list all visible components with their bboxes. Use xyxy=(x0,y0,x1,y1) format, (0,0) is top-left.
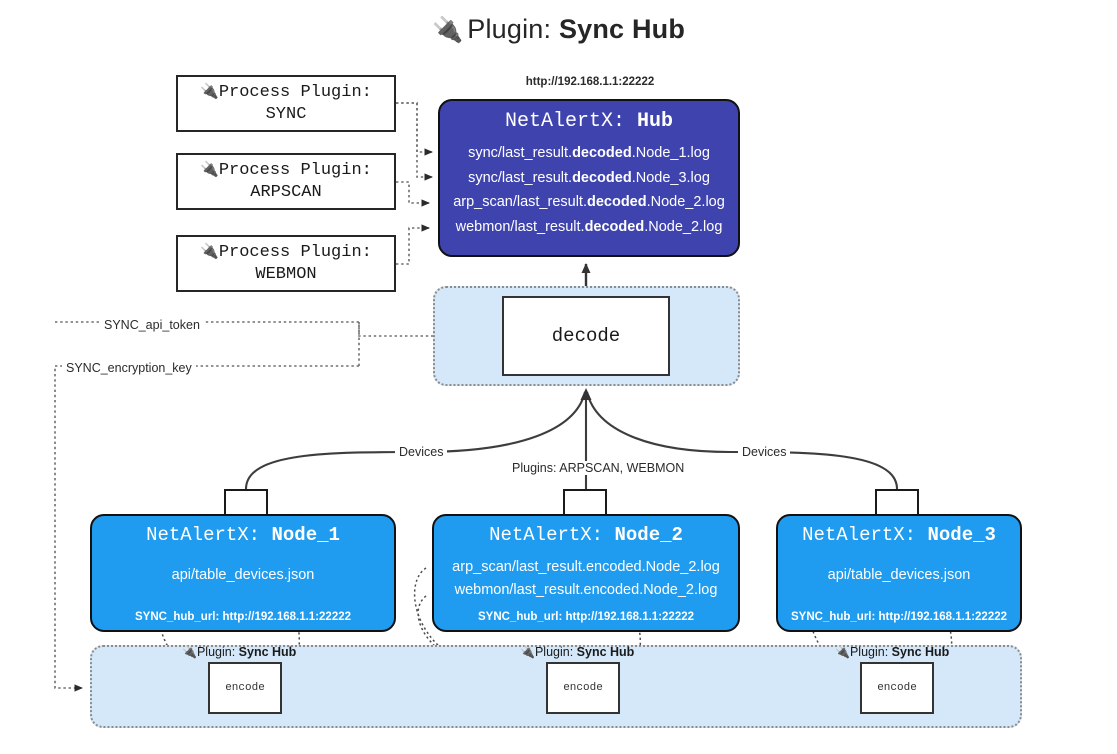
title-name: Sync Hub xyxy=(558,14,686,44)
node-card-node-1[interactable]: NetAlertX: Node_1 api/table_devices.json… xyxy=(90,514,396,632)
plugin-label-node-1: 🔌Plugin: Sync Hub xyxy=(182,645,297,659)
label-sync-encryption-key: SYNC_encryption_key xyxy=(62,361,196,375)
encode-box-node-3[interactable]: encode xyxy=(860,662,934,714)
hub-log-row: sync/last_result.decoded.Node_1.log xyxy=(468,145,710,161)
label-devices-right: Devices xyxy=(738,445,791,459)
node-2-hub-url: SYNC_hub_url: http://192.168.1.1:22222 xyxy=(477,611,695,623)
node-line: api/table_devices.json xyxy=(171,567,315,583)
node-line: webmon/last_result.encoded.Node_2.log xyxy=(454,582,718,599)
node-card-node-2[interactable]: NetAlertX: Node_2 arp_scan/last_result.e… xyxy=(432,514,740,632)
node-3-lines: api/table_devices.json xyxy=(778,564,1020,587)
node-line: arp_scan/last_result.encoded.Node_2.log xyxy=(452,559,720,575)
page-title: 🔌Plugin: Sync Hub xyxy=(0,14,1117,45)
node-3-title: NetAlertX: Node_3 xyxy=(802,524,996,546)
process-plugin-sync-line2: SYNC xyxy=(265,104,307,124)
hub-log-row: arp_scan/last_result.decoded.Node_2.log xyxy=(453,194,725,211)
node-line: api/table_devices.json xyxy=(827,567,971,583)
label-devices-left: Devices xyxy=(395,445,448,459)
title-prefix: Plugin: xyxy=(467,14,552,44)
plug-icon: 🔌 xyxy=(200,160,219,179)
plug-icon: 🔌 xyxy=(431,16,464,44)
plug-icon: 🔌 xyxy=(835,645,850,659)
hub-url-label: http://192.168.1.1:22222 xyxy=(525,76,655,88)
hub-log-list: sync/last_result.decoded.Node_1.log sync… xyxy=(440,141,738,240)
process-plugin-sync[interactable]: 🔌Process Plugin: SYNC xyxy=(176,75,396,132)
hub-log-row: sync/last_result.decoded.Node_3.log xyxy=(468,169,710,186)
node-1-lines: api/table_devices.json xyxy=(92,564,394,587)
process-plugin-sync-line1: 🔌Process Plugin: xyxy=(200,82,372,103)
process-plugin-webmon-line2: WEBMON xyxy=(255,264,317,284)
decode-box[interactable]: decode xyxy=(502,296,670,376)
node-2-lines: arp_scan/last_result.encoded.Node_2.log … xyxy=(434,556,738,603)
hub-title: NetAlertX: Hub xyxy=(504,110,674,133)
process-plugin-arpscan-line1: 🔌Process Plugin: xyxy=(200,160,372,181)
process-plugin-webmon-line1: 🔌Process Plugin: xyxy=(200,242,372,263)
plug-icon: 🔌 xyxy=(200,82,219,101)
node-1-hub-url: SYNC_hub_url: http://192.168.1.1:22222 xyxy=(134,611,352,623)
label-plugins-middle: Plugins: ARPSCAN, WEBMON xyxy=(508,461,689,475)
plugin-label-node-2: 🔌Plugin: Sync Hub xyxy=(520,645,635,659)
node-3-hub-url: SYNC_hub_url: http://192.168.1.1:22222 xyxy=(790,611,1008,623)
label-sync-api-token: SYNC_api_token xyxy=(100,318,204,332)
node-1-title: NetAlertX: Node_1 xyxy=(146,524,340,546)
node-2-title: NetAlertX: Node_2 xyxy=(489,524,683,546)
plug-icon: 🔌 xyxy=(182,645,197,659)
process-plugin-webmon[interactable]: 🔌Process Plugin: WEBMON xyxy=(176,235,396,292)
node-card-node-3[interactable]: NetAlertX: Node_3 api/table_devices.json… xyxy=(776,514,1022,632)
encode-box-node-2[interactable]: encode xyxy=(546,662,620,714)
process-plugin-arpscan-line2: ARPSCAN xyxy=(250,182,322,202)
hub-log-row: webmon/last_result.decoded.Node_2.log xyxy=(455,218,723,235)
hub-card[interactable]: NetAlertX: Hub sync/last_result.decoded.… xyxy=(438,99,740,257)
plug-icon: 🔌 xyxy=(200,242,219,261)
plug-icon: 🔌 xyxy=(520,645,535,659)
plugin-label-node-3: 🔌Plugin: Sync Hub xyxy=(835,645,950,659)
process-plugin-arpscan[interactable]: 🔌Process Plugin: ARPSCAN xyxy=(176,153,396,210)
encode-box-node-1[interactable]: encode xyxy=(208,662,282,714)
